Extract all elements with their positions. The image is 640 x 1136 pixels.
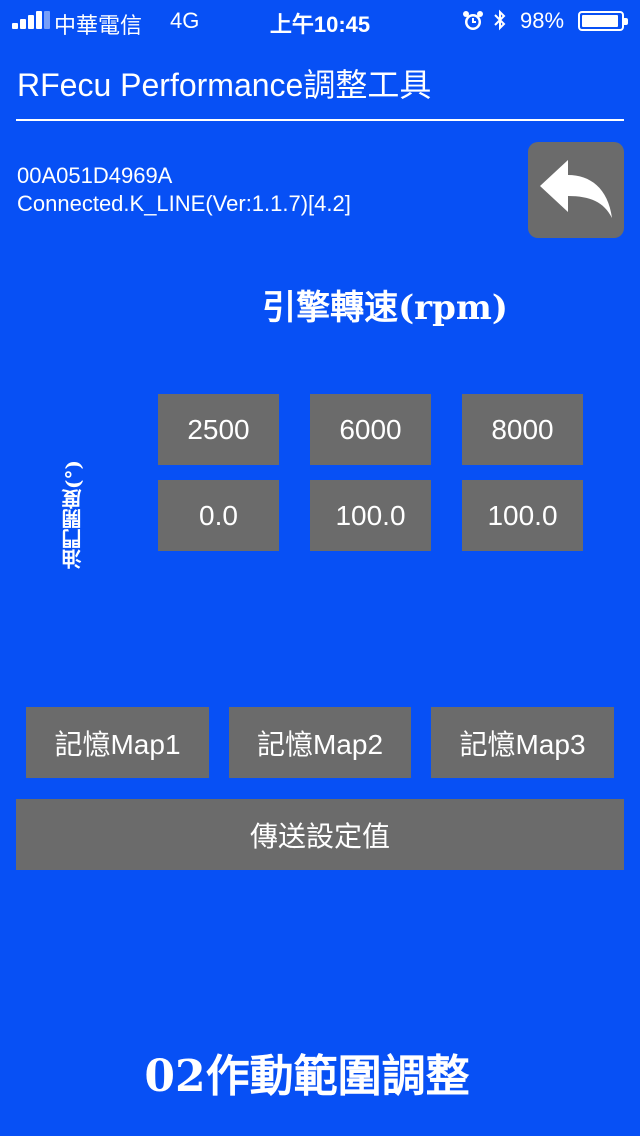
battery-icon	[578, 11, 628, 31]
device-id: 00A051D4969A	[17, 163, 173, 188]
throttle-axis-label: 油門開度(°)	[61, 460, 85, 570]
app-title: RFecu Performance調整工具	[17, 67, 432, 103]
bluetooth-icon	[494, 9, 506, 31]
rpm-cell-1[interactable]: 2500	[158, 394, 279, 465]
back-button[interactable]	[528, 142, 624, 238]
save-map2-button[interactable]: 記憶Map2	[229, 707, 411, 778]
status-time: 上午10:45	[269, 12, 371, 37]
rpm-cell-3[interactable]: 8000	[462, 394, 583, 465]
send-settings-button[interactable]: 傳送設定值	[16, 799, 624, 870]
alarm-icon	[463, 11, 483, 30]
save-map3-button[interactable]: 記憶Map3	[431, 707, 614, 778]
page-title: 02作動範圍調整	[144, 1051, 470, 1102]
title-divider	[16, 119, 624, 121]
throttle-cell-3[interactable]: 100.0	[462, 480, 583, 551]
battery-percentage: 98%	[520, 8, 565, 33]
save-map1-button[interactable]: 記憶Map1	[26, 707, 209, 778]
carrier-name: 中華電信	[54, 13, 143, 38]
throttle-cell-2[interactable]: 100.0	[310, 480, 431, 551]
rpm-cell-2[interactable]: 6000	[310, 394, 431, 465]
back-arrow-icon	[540, 160, 612, 218]
connection-status: Connected.K_LINE(Ver:1.1.7)[4.2]	[17, 191, 351, 216]
rpm-axis-label: 引擎轉速(rpm)	[262, 288, 508, 328]
status-bar: 中華電信 4G 上午10:45 98%	[0, 0, 640, 40]
network-type: 4G	[170, 8, 200, 33]
throttle-cell-1[interactable]: 0.0	[158, 480, 279, 551]
signal-strength-icon	[12, 11, 52, 29]
